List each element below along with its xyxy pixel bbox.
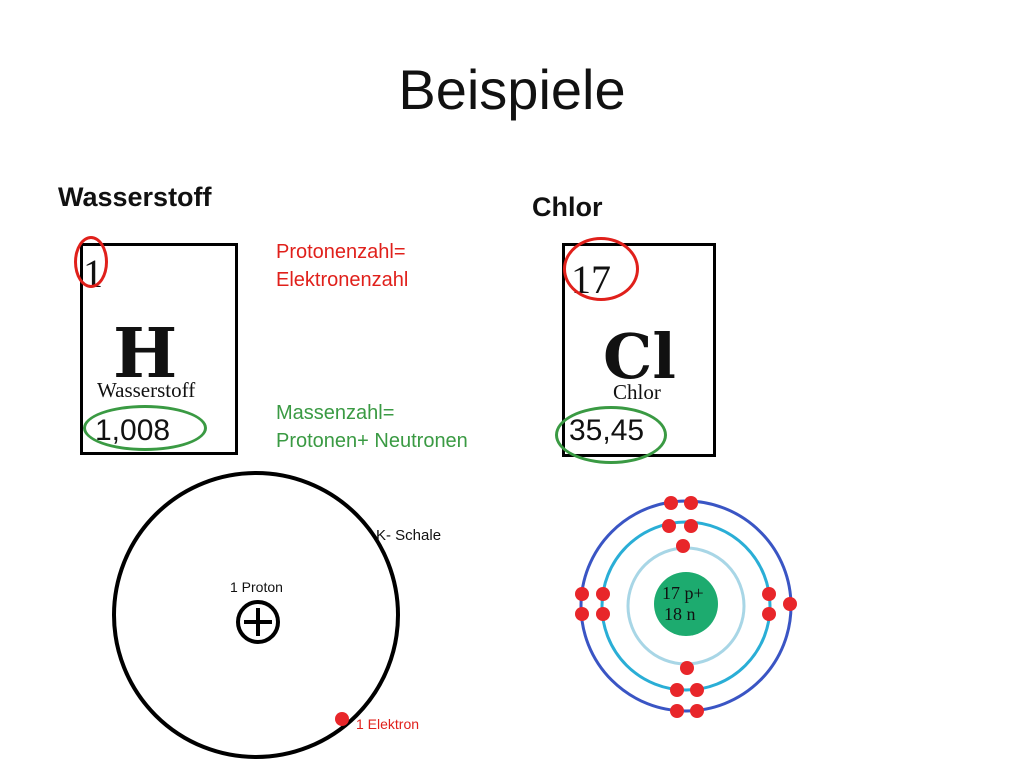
chlorine-heading: Chlor [532, 192, 603, 222]
electron [684, 519, 698, 533]
chlorine-atomic-number-highlight [563, 237, 639, 301]
chlorine-electrons [575, 496, 797, 718]
hydrogen-heading: Wasserstoff [58, 182, 212, 212]
chlorine-nucleus [654, 572, 718, 636]
chlorine-name: Chlor [613, 380, 661, 404]
proton-label: 1 Proton [230, 579, 283, 595]
proton-note-line1: Protonenzahl= [276, 241, 406, 263]
electron [596, 607, 610, 621]
electron-label: 1 Elektron [356, 716, 419, 732]
electron [596, 587, 610, 601]
hydrogen-k-shell [112, 471, 400, 759]
chlorine-mass-highlight [555, 406, 667, 464]
electron [575, 587, 589, 601]
electron [664, 496, 678, 510]
electron [690, 683, 704, 697]
hydrogen-electron [335, 712, 349, 726]
hydrogen-nucleus [236, 600, 280, 644]
hydrogen-name: Wasserstoff [97, 378, 196, 402]
electron [575, 607, 589, 621]
mass-note-line1: Massenzahl= [276, 402, 395, 424]
proton-note: Protonenzahl= Elektronenzahl [276, 238, 408, 294]
electron [684, 496, 698, 510]
electron [783, 597, 797, 611]
chlorine-symbol: Cl [603, 320, 676, 393]
electron [670, 704, 684, 718]
hydrogen-mass-highlight [83, 405, 207, 451]
electron [690, 704, 704, 718]
electron [662, 519, 676, 533]
mass-note-line2: Protonen+ Neutronen [276, 430, 468, 452]
chlorine-nucleus-neutrons: 18 n [664, 604, 696, 624]
electron [670, 683, 684, 697]
hydrogen-atomic-number-highlight [74, 236, 108, 288]
electron [762, 607, 776, 621]
k-shell-label: K- Schale [376, 527, 441, 544]
electron [762, 587, 776, 601]
proton-note-line2: Elektronenzahl [276, 269, 409, 291]
electron [680, 661, 694, 675]
hydrogen-symbol: H [113, 314, 178, 394]
chlorine-nucleus-protons: 17 p+ [662, 583, 704, 603]
electron [676, 539, 690, 553]
slide-title: Beispiele [398, 58, 626, 121]
mass-note: Massenzahl= Protonen+ Neutronen [276, 399, 468, 455]
